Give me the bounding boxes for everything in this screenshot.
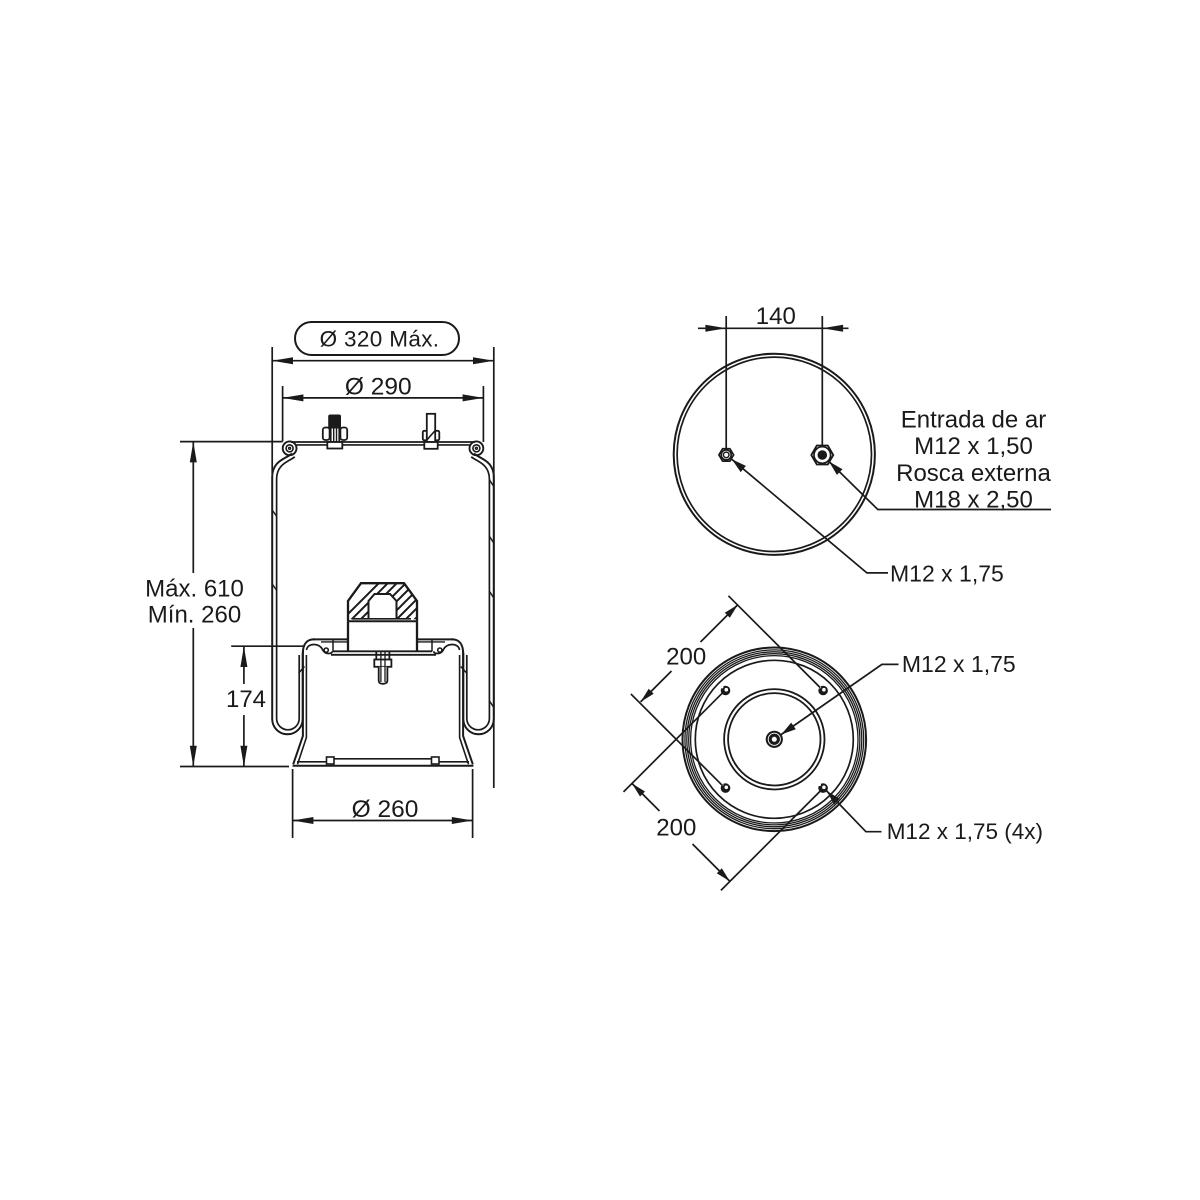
- svg-text:M12 x 1,75 (4x): M12 x 1,75 (4x): [887, 819, 1043, 844]
- svg-text:M18 x 2,50: M18 x 2,50: [914, 487, 1033, 514]
- svg-text:Ø 290: Ø 290: [345, 374, 412, 401]
- svg-text:200: 200: [656, 815, 696, 842]
- svg-text:M12 x 1,75: M12 x 1,75: [890, 561, 1004, 587]
- svg-text:200: 200: [666, 644, 706, 671]
- svg-text:Ø 260: Ø 260: [352, 796, 419, 823]
- svg-text:M12 x 1,50: M12 x 1,50: [914, 433, 1033, 460]
- svg-text:Mín. 260: Mín. 260: [148, 601, 241, 628]
- svg-text:Entrada de ar: Entrada de ar: [901, 407, 1046, 434]
- svg-text:140: 140: [756, 303, 796, 330]
- svg-text:Rosca externa: Rosca externa: [896, 460, 1051, 487]
- svg-text:174: 174: [226, 686, 266, 713]
- svg-text:Máx. 610: Máx. 610: [145, 575, 244, 602]
- svg-text:M12 x 1,75: M12 x 1,75: [902, 651, 1016, 677]
- svg-text:Ø 320 Máx.: Ø 320 Máx.: [320, 327, 440, 352]
